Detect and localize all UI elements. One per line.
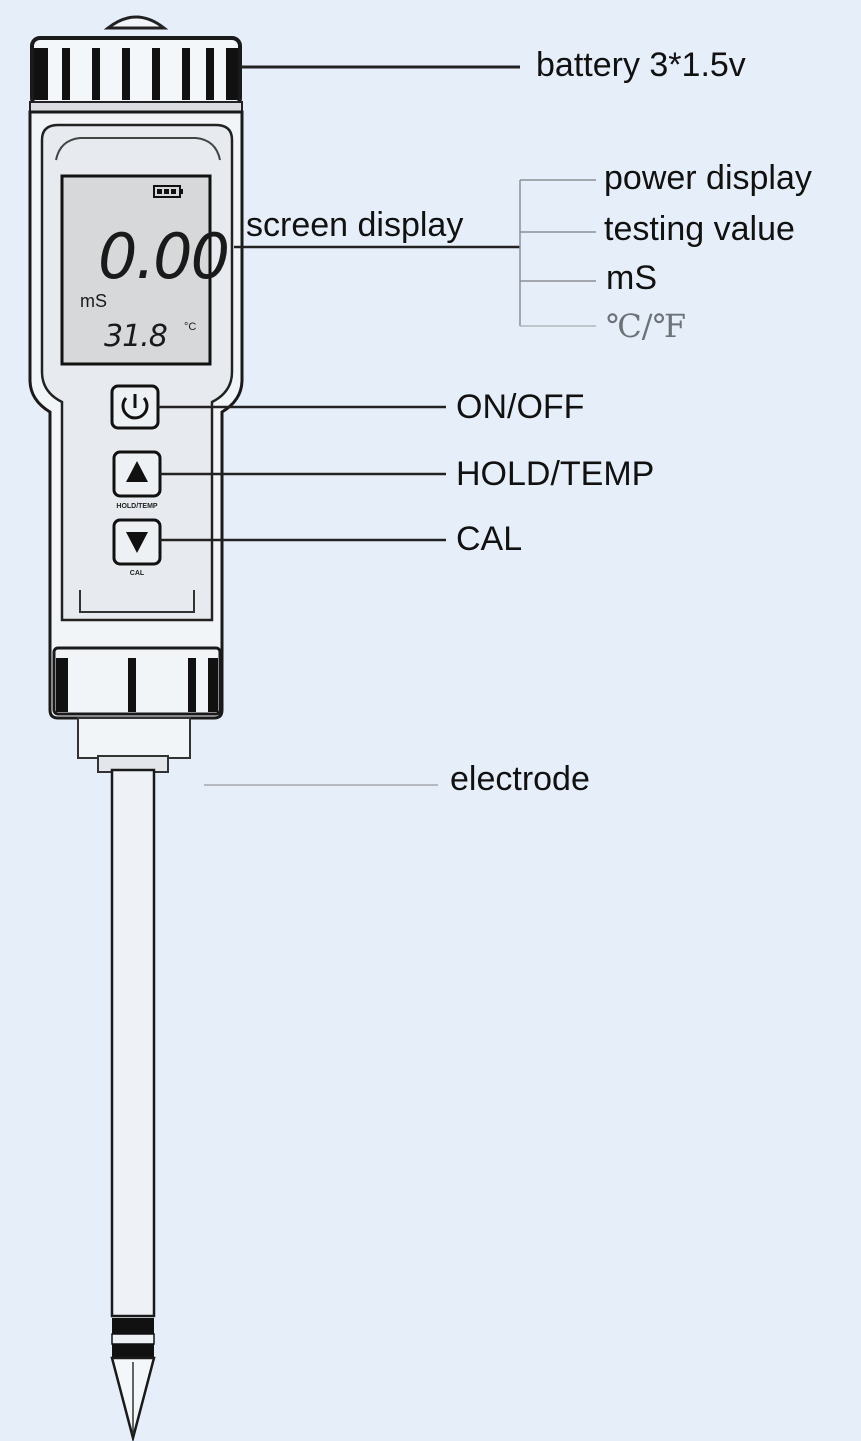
electrode-label: electrode [450,760,590,798]
battery-level-icon [153,185,183,198]
up-arrow-icon [126,461,148,482]
on-off-button[interactable] [110,384,160,430]
lcd-temperature-unit: °C [184,321,197,333]
screen-display-label: screen display [246,206,464,244]
down-arrow-icon [126,532,148,553]
lcd-unit: mS [80,291,107,311]
electrode-probe [110,768,156,1441]
power-display-label: power display [604,159,812,197]
cal-caption: CAL [129,570,145,577]
lcd-screen [60,174,212,366]
temp-units-label: ℃/℉ [606,307,687,345]
lcd-main-reading: 0.00 [98,220,230,293]
cal-button[interactable] [112,518,162,566]
power-icon [121,397,149,420]
testing-value-label: testing value [604,210,795,248]
leader-lines [158,65,596,786]
battery-label: battery 3*1.5v [536,46,746,84]
ms-label: mS [606,259,657,297]
lcd-temperature: 31.8 [104,319,168,354]
hold-temp-caption: HOLD/TEMP [116,503,158,510]
hold-temp-label: HOLD/TEMP [456,455,655,493]
cal-label: CAL [456,520,523,558]
hold-temp-button[interactable] [112,450,162,498]
battery-cap [29,15,243,115]
on-off-label: ON/OFF [456,388,585,426]
bottom-collar [52,646,222,773]
